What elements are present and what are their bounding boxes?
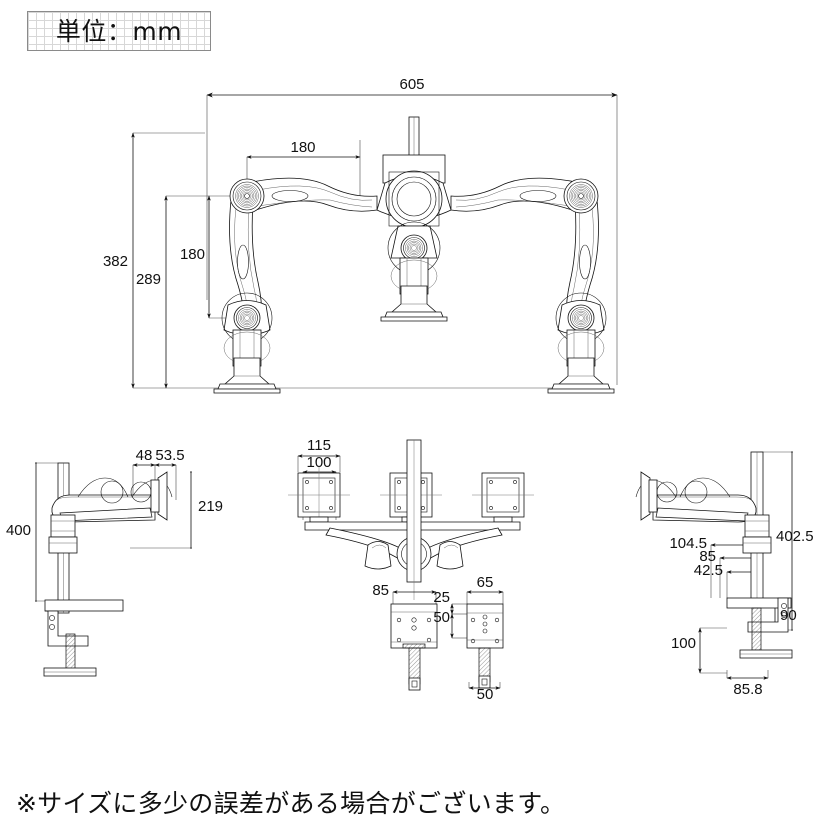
dim-label-clamp-depth-b: 85 xyxy=(699,548,716,565)
dim-label-overall-width: 605 xyxy=(399,76,425,93)
right-side-view xyxy=(635,451,793,680)
dim-label-screw-drop: 100 xyxy=(670,635,696,652)
dim-label-arm-span-inner: 180 xyxy=(290,139,316,156)
left-side-view xyxy=(35,462,192,677)
desk-clamp-plan xyxy=(390,603,438,691)
dim-label-grommet-width: 65 xyxy=(476,574,494,591)
tolerance-note: ※サイズに多少の誤差がある場合がございます。 xyxy=(16,789,566,818)
dimension-vesa-outer-width xyxy=(297,454,341,472)
dim-label-plate-offset-a: 48 xyxy=(135,447,153,464)
dim-label-height-to-joint: 289 xyxy=(135,271,161,288)
dim-label-upper-arm-length: 180 xyxy=(179,246,205,263)
dim-label-reach-depth: 219 xyxy=(198,498,224,515)
grommet-mount xyxy=(466,603,504,689)
dimension-screw-drop xyxy=(698,627,727,674)
top-plan-view xyxy=(288,439,534,691)
dimension-clamp-base-depth xyxy=(726,670,769,680)
dimension-overall-height xyxy=(131,132,600,389)
right-arm-assembly xyxy=(450,177,615,394)
dim-label-grommet-height: 50 xyxy=(433,609,450,626)
dim-label-overall-height: 382 xyxy=(102,253,128,270)
unit-label-box: 単位：mm xyxy=(27,11,211,51)
dim-label-vesa-hole-pitch: 100 xyxy=(306,454,332,471)
left-arm-assembly xyxy=(213,177,378,394)
dim-label-grommet-offset-top: 25 xyxy=(433,589,450,606)
dimension-grommet-width xyxy=(466,590,504,604)
dimension-clamp-width xyxy=(392,590,437,604)
dim-label-pole-height: 400 xyxy=(5,522,31,539)
dim-label-plate-offset-b: 53.5 xyxy=(155,447,185,464)
vesa-plate-right xyxy=(472,472,534,523)
dim-label-vesa-outer-width: 115 xyxy=(307,437,331,454)
unit-label-text: 単位：mm xyxy=(55,16,183,46)
dim-label-clamp-depth-a: 104.5 xyxy=(669,535,707,552)
dim-label-clamp-gap: 90 xyxy=(780,607,797,624)
vesa-plate-left xyxy=(288,466,350,527)
dim-label-clamp-width: 85 xyxy=(372,582,389,599)
desk-clamp-right xyxy=(726,597,793,659)
dim-label-clamp-base-depth: 85.8 xyxy=(733,681,763,698)
dimension-height-to-joint xyxy=(164,195,232,389)
dimension-overall-width xyxy=(206,92,618,385)
dim-label-total-height: 402.5 xyxy=(776,528,814,545)
dimension-grommet-base-width xyxy=(468,682,501,690)
dimension-grommet-verticals xyxy=(450,603,468,639)
dimension-reach-depth xyxy=(130,471,192,549)
dim-label-grommet-base-width: 50 xyxy=(476,686,494,703)
desk-clamp-left xyxy=(43,599,124,677)
center-column-assembly xyxy=(376,116,452,322)
dim-label-clamp-depth-c: 42.5 xyxy=(693,562,723,579)
front-elevation-view xyxy=(131,92,618,394)
